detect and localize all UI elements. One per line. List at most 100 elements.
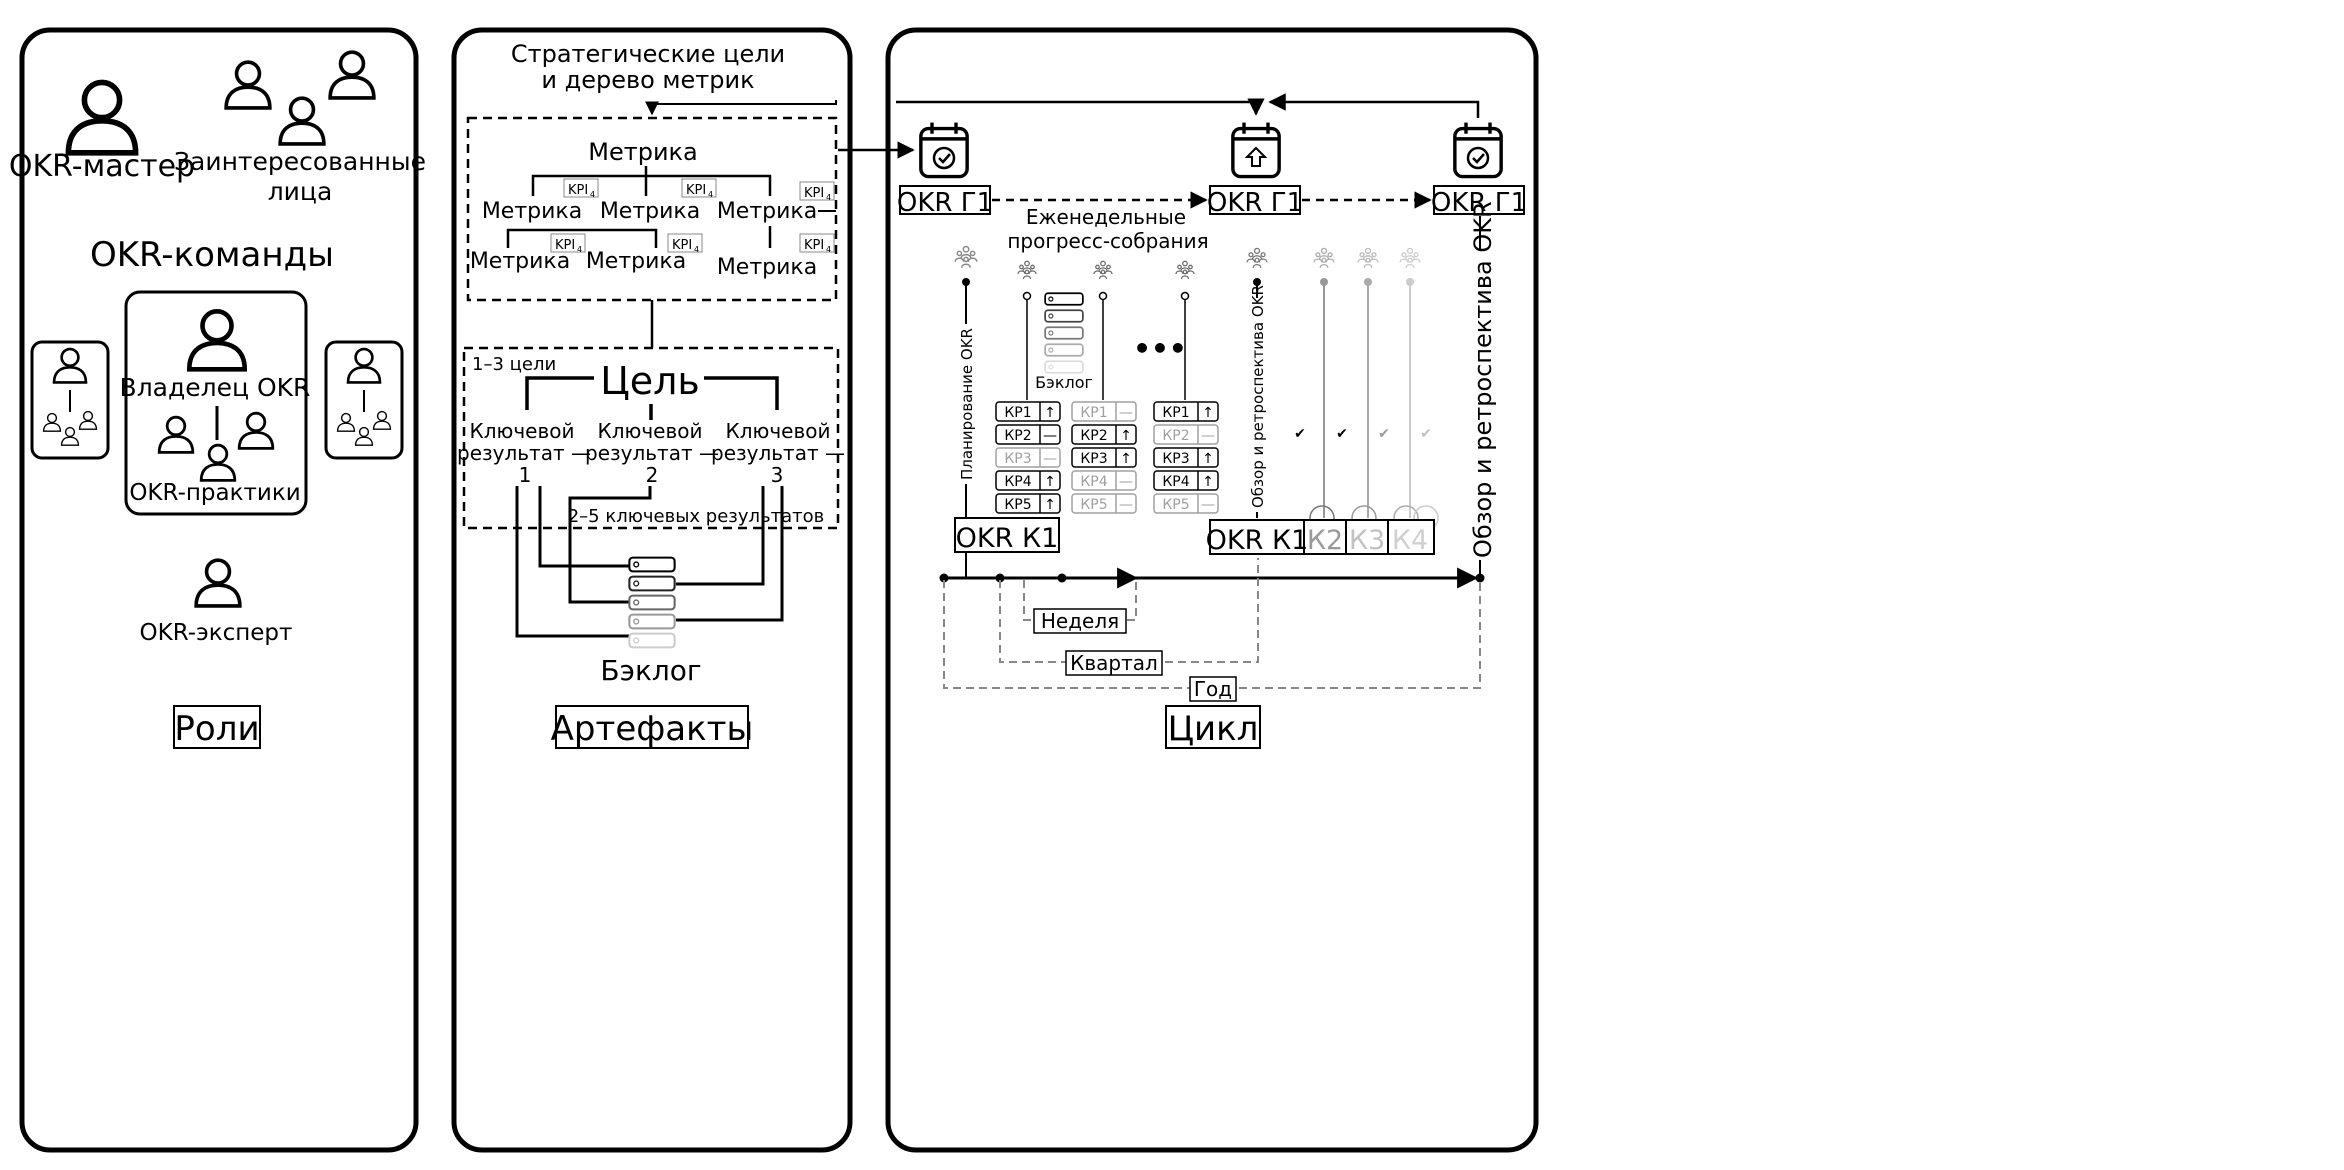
team-box-main xyxy=(124,290,308,516)
svg-text:KPI: KPI xyxy=(555,238,575,253)
team-member-icon xyxy=(78,410,98,430)
kr-row-label: КР5 xyxy=(1080,497,1107,513)
kr-row-mark: — xyxy=(1119,474,1133,490)
svg-text:KPI: KPI xyxy=(686,183,706,198)
quarter-k4: К4 xyxy=(1392,525,1428,556)
kr-count-label: 2–5 ключевых результатов xyxy=(568,506,825,527)
cycle-title: Цикл xyxy=(1168,709,1259,749)
kr-row-label: КР4 xyxy=(1080,474,1107,490)
svg-text:4: 4 xyxy=(708,190,713,199)
stakeholder-icon xyxy=(224,60,272,110)
ellipsis: ••• xyxy=(1133,332,1187,365)
svg-text:4: 4 xyxy=(590,190,595,199)
team-member-icon xyxy=(372,410,392,430)
kr-row-label: КР2 xyxy=(1080,428,1107,444)
team-member-icon xyxy=(354,426,374,446)
team-lead-icon xyxy=(52,347,88,384)
check-icon xyxy=(1472,153,1485,164)
quarters-strip xyxy=(1209,519,1435,555)
okr-year-box xyxy=(1433,185,1525,215)
practitioner-icon xyxy=(237,411,275,450)
backlog-label: Бэклог xyxy=(600,654,701,687)
svg-text:KPI: KPI xyxy=(804,186,824,201)
okr-year-label: OKR Г1 xyxy=(1431,188,1527,218)
metric-node: Метрика xyxy=(482,199,582,224)
kr-row-label: КР3 xyxy=(1162,451,1189,467)
kr-row-mark: — xyxy=(1201,428,1215,444)
kr-row-label: КР1 xyxy=(1080,405,1107,421)
strategic-goals-line1: Стратегические цели xyxy=(511,40,785,68)
cycle-title-box xyxy=(1165,705,1261,749)
check-icon xyxy=(938,153,951,164)
team-member-icon xyxy=(60,426,80,446)
crowd-icon xyxy=(1357,247,1379,269)
kr-row: КР2 — xyxy=(1153,424,1219,445)
crowd-icon xyxy=(954,245,978,269)
cycle-panel: OKR Г1 OKR Г1 OKR Г1 Еженедельные прогре… xyxy=(885,27,1539,1153)
metric-node: Метрика xyxy=(586,249,686,274)
roles-title-box xyxy=(173,705,261,749)
cycle-backlog-label: Бэклог xyxy=(1035,373,1093,392)
artifacts-title: Артефакты xyxy=(551,709,754,749)
crowd-icon xyxy=(1175,260,1195,280)
kr-row: КР5— xyxy=(1153,493,1219,514)
kr-row-label: КР5 xyxy=(1162,497,1189,513)
team-member-icon xyxy=(42,412,62,432)
kr-label-line1: Ключевой xyxy=(470,419,575,443)
kr-label-line2: результат — xyxy=(585,441,719,465)
weekly-meetings-line2: прогресс-собрания xyxy=(1007,229,1208,253)
kr-row: КР2 — xyxy=(995,424,1061,445)
kr-row-mark: ↑ xyxy=(1044,474,1056,490)
review-label-big: Обзор и ретроспектива OKR xyxy=(1469,201,1497,558)
metric-node: Метрика xyxy=(717,199,817,224)
okr-master-label: OKR-мастер xyxy=(9,149,195,184)
roles-title: Роли xyxy=(174,709,259,749)
quarter-k2: К2 xyxy=(1307,525,1343,556)
kr-row-mark: ↑ xyxy=(1202,474,1214,490)
practitioner-icon xyxy=(157,415,195,454)
team-box-left xyxy=(30,340,110,460)
metric-node: Метрика xyxy=(717,255,817,280)
kr-row-label: КР5 xyxy=(1004,497,1031,513)
goal-label: Цель xyxy=(600,359,700,403)
practitioner-icon xyxy=(199,443,237,482)
metric-root: Метрика xyxy=(588,138,698,166)
crowd-icon xyxy=(1399,247,1421,269)
roles-frame xyxy=(19,27,419,1153)
kr-row-label: КР2 xyxy=(1162,428,1189,444)
weekly-meetings-line1: Еженедельные xyxy=(1026,205,1186,229)
check-mark: ✔ xyxy=(1420,426,1432,442)
svg-text:KPI: KPI xyxy=(568,183,588,198)
quarter-k3: К3 xyxy=(1349,525,1385,556)
kr-table: КР1↑КР2—КР3—КР4↑КР5↑ xyxy=(995,401,1061,514)
crowd-icon xyxy=(1093,260,1113,280)
strategic-goals-line2: и дерево метрик xyxy=(541,66,754,94)
okr-quarter-box xyxy=(954,517,1060,553)
check-mark: ✔ xyxy=(1336,426,1348,442)
year-box xyxy=(1189,676,1237,702)
week-label: Неделя xyxy=(1041,609,1119,633)
artifacts-frame xyxy=(451,27,853,1153)
okr-owner-label: Владелец OKR xyxy=(120,373,311,402)
cycle-backlog-stack xyxy=(1044,292,1084,374)
kr-row-mark: — xyxy=(1043,428,1057,444)
okr-expert-label: OKR-эксперт xyxy=(140,620,293,646)
kr-row-label: КР2 xyxy=(1004,428,1031,444)
kr-row: КР5— xyxy=(1071,493,1137,514)
crowd-icon xyxy=(1313,247,1335,269)
cycle-frame xyxy=(885,27,1539,1153)
kr-row: КР5 ↑ xyxy=(995,493,1061,514)
week-box xyxy=(1033,608,1127,634)
kr-row: КР1↑ xyxy=(995,401,1061,422)
kr-label-line2: результат — xyxy=(457,441,591,465)
year-label: Год xyxy=(1194,677,1232,701)
kr-row-mark: ↑ xyxy=(1044,497,1056,513)
goal-box xyxy=(462,346,840,530)
kr-row-mark: ↑ xyxy=(1202,405,1214,421)
kr-row-label: КР1 xyxy=(1004,405,1031,421)
